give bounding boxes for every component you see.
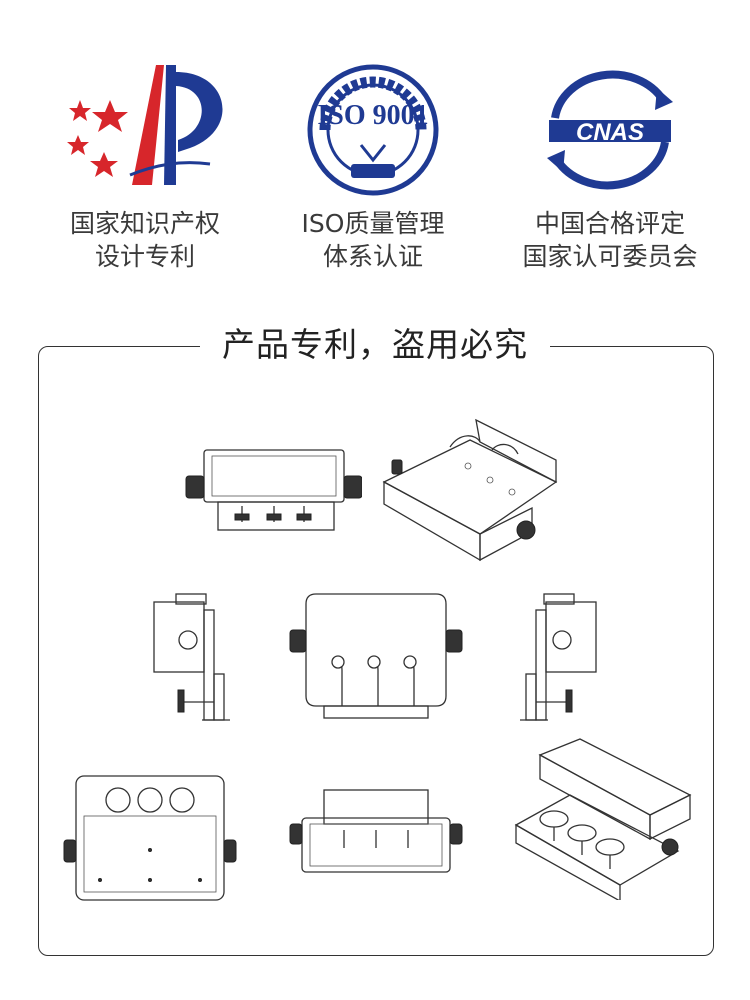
rear-view-drawing-icon [289,593,463,719]
top-perspective-drawing-icon [382,418,558,562]
patent-section-title: 产品专利，盗用必究 [200,322,550,368]
caption-line: 体系认证 [322,242,423,271]
iso-9001-sgs-seal-icon: ISO 9001 [263,55,483,205]
front-view-drawing-icon [185,449,362,531]
top-view-drawing-icon [289,789,463,873]
patent-office-logo-icon [35,55,255,205]
right-side-view-drawing-icon [520,593,597,721]
cnas-certificate: CNAS 中国合格评定 国家认可委员会 [500,55,720,273]
caption-line: ISO质量管理 [301,209,445,238]
patent-certificate: 国家知识产权 设计专利 [35,55,255,273]
caption-line: 国家知识产权 [69,209,220,238]
iso-certificate: ISO 9001 ISO质量管理 体系认证 [263,55,483,273]
left-side-view-drawing-icon [153,593,230,721]
iso-logo-text: ISO 9001 [317,100,428,131]
bottom-view-drawing-icon [63,775,237,901]
cnas-logo-icon: CNAS [500,55,720,205]
caption-line: 国家认可委员会 [522,242,698,271]
caption-line: 中国合格评定 [534,209,685,238]
bottom-perspective-drawing-icon [514,738,692,900]
caption-line: 设计专利 [94,242,195,271]
cnas-logo-text: CNAS [576,119,644,146]
